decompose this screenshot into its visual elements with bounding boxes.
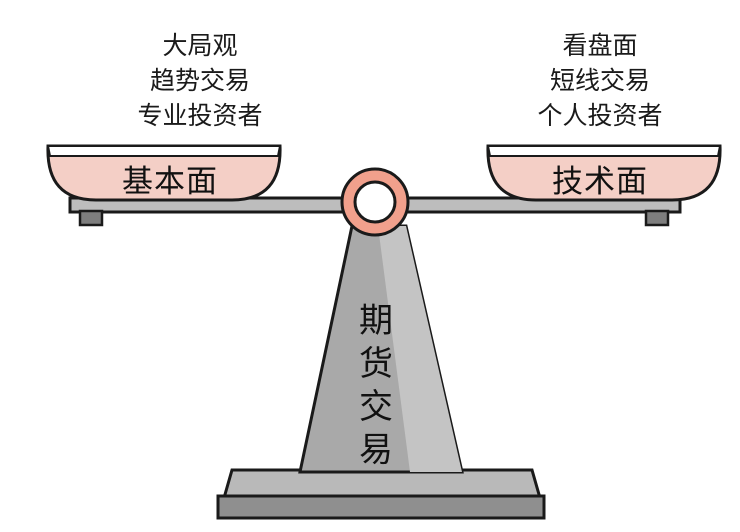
- pillar-char: 易: [359, 430, 393, 470]
- right-bowl: [486, 144, 722, 202]
- left-bowl: [46, 144, 282, 202]
- left-caption-line: 大局观: [162, 31, 238, 60]
- right-caption-line: 个人投资者: [537, 101, 663, 130]
- left-bowl-rim: [46, 145, 282, 157]
- scale-base-top: [222, 468, 542, 500]
- scale-pillar-highlight: [378, 226, 462, 472]
- right-bowl-label: 技术面: [552, 164, 648, 200]
- scale-base-bottom: [216, 494, 546, 520]
- pillar-char: 期: [359, 301, 393, 341]
- right-caption: 看盘面 短线交易 个人投资者: [470, 28, 730, 133]
- left-caption-line: 趋势交易: [149, 66, 250, 95]
- beam-left-foot: [78, 209, 104, 227]
- left-caption-line: 专业投资者: [137, 101, 263, 130]
- left-bowl-label: 基本面: [122, 164, 218, 200]
- beam-right-foot: [644, 209, 670, 227]
- right-caption-line: 看盘面: [562, 31, 638, 60]
- right-caption-line: 短线交易: [549, 66, 650, 95]
- pillar-char: 货: [359, 344, 393, 384]
- right-bowl-rim: [486, 145, 722, 157]
- left-caption: 大局观 趋势交易 专业投资者: [70, 28, 330, 133]
- pivot-hole: [353, 180, 397, 224]
- pillar-char: 交: [359, 387, 393, 427]
- pillar-label: 期 货 交 易: [350, 300, 402, 472]
